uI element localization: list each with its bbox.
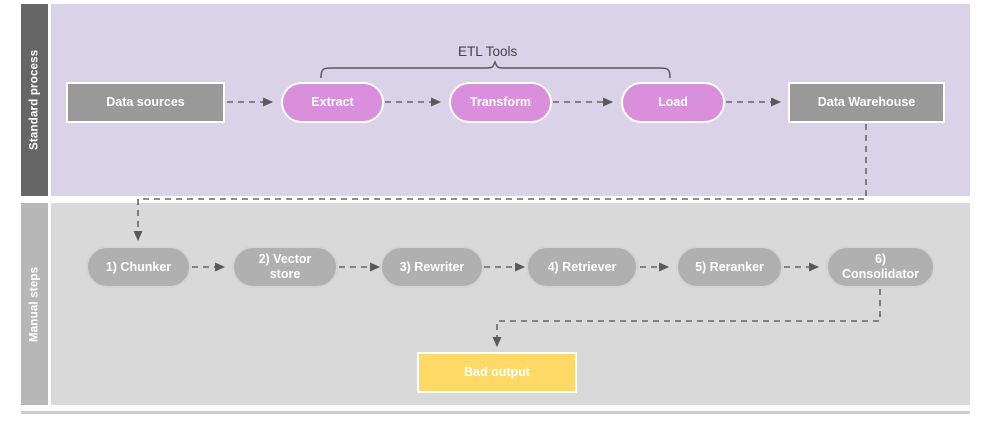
node-consolidator-label: 6) Consolidator	[842, 252, 919, 282]
node-chunker[interactable]: 1) Chunker	[86, 246, 191, 288]
lane-label-manual-steps: Manual steps	[21, 203, 48, 405]
node-vector-store-line1: 2) Vector	[258, 252, 312, 267]
node-vector-store-line2: store	[269, 267, 301, 281]
node-consolidator-line2: Consolidator	[841, 267, 920, 281]
bottom-divider-rule	[21, 411, 970, 414]
node-vector-store-label: 2) Vector store	[259, 252, 312, 282]
etl-tools-label: ETL Tools	[458, 44, 518, 59]
node-data-warehouse[interactable]: Data Warehouse	[788, 82, 945, 123]
node-rewriter[interactable]: 3) Rewriter	[380, 246, 484, 288]
node-load[interactable]: Load	[621, 82, 725, 123]
node-retriever[interactable]: 4) Retriever	[526, 246, 638, 288]
node-reranker[interactable]: 5) Reranker	[676, 246, 783, 288]
lane-label-standard-process: Standard process	[21, 4, 48, 196]
node-extract[interactable]: Extract	[281, 82, 384, 123]
node-vector-store[interactable]: 2) Vector store	[232, 246, 338, 288]
node-consolidator[interactable]: 6) Consolidator	[826, 246, 935, 288]
node-data-sources[interactable]: Data sources	[66, 82, 225, 123]
node-transform[interactable]: Transform	[449, 82, 552, 123]
node-consolidator-line1: 6)	[874, 252, 887, 267]
node-bad-output[interactable]: Bad output	[417, 352, 577, 393]
